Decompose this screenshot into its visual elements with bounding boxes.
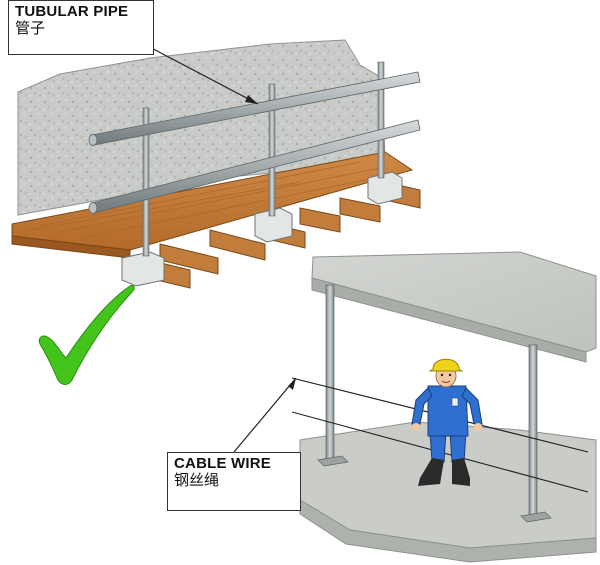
cable-wire-label-zh: 钢丝绳 — [174, 472, 220, 490]
vertical-posts — [142, 61, 385, 257]
pipe-leader-line — [139, 41, 259, 105]
cable-wire-scene — [233, 251, 597, 563]
timber-beams — [139, 181, 421, 289]
cable-wire-label-en: CABLE WIRE — [174, 455, 271, 472]
check-mark-icon — [38, 285, 135, 385]
tubular-pipe-label: TUBULAR PIPE 管子 — [8, 0, 154, 55]
roof-slab — [311, 251, 597, 353]
cable-leader-line — [233, 377, 297, 453]
tubular-pipe-scene — [11, 39, 421, 289]
hard-hat-icon — [428, 358, 464, 372]
tubular-pipe-label-en: TUBULAR PIPE — [15, 3, 129, 20]
cable-wire-label: CABLE WIRE 钢丝绳 — [167, 452, 301, 511]
tubular-pipes — [88, 71, 421, 214]
support-columns — [317, 284, 552, 523]
post-base-clamps — [121, 171, 403, 287]
worker-figure — [411, 358, 483, 486]
tubular-pipe-label-zh: 管子 — [15, 20, 46, 38]
